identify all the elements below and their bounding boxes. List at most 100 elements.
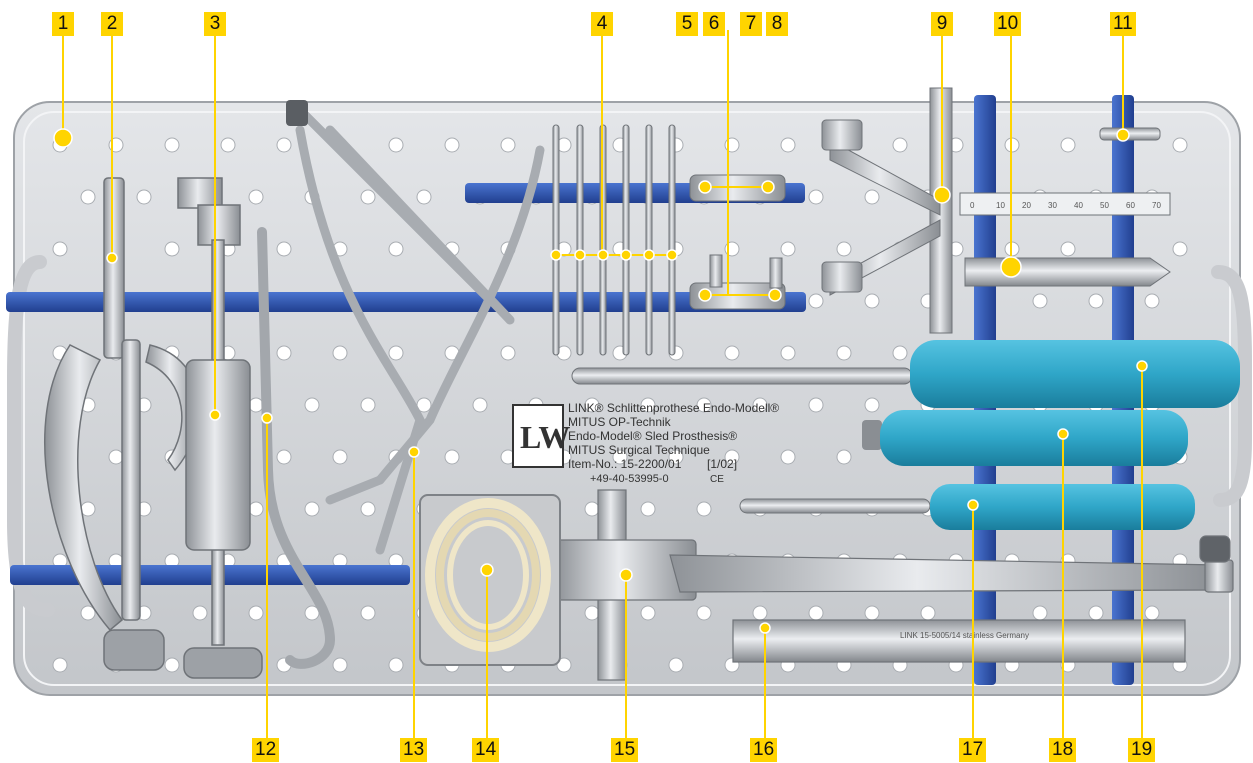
perforation-hole (920, 605, 936, 621)
alignment-guide (821, 87, 953, 334)
small-pin (1099, 127, 1161, 141)
label-ce-mark: CE (710, 474, 724, 485)
callout-label-10: 10 (994, 12, 1022, 36)
perforation-hole (724, 449, 740, 465)
label-phone: +49-40-53995-0 (590, 473, 669, 485)
perforation-hole (444, 137, 460, 153)
perforation-hole (248, 397, 264, 413)
perforation-hole (332, 657, 348, 673)
scale-mark: 10 (996, 201, 1005, 210)
label-line-1: LINK® Schlittenprothese Endo-Modell® (568, 401, 779, 415)
scale-mark: 40 (1074, 201, 1083, 210)
distractor-pliers (295, 105, 545, 555)
scale-mark: 20 (1022, 201, 1031, 210)
horizontal-rail-middle (6, 292, 806, 312)
perforation-hole (780, 241, 796, 257)
perforation-hole (248, 501, 264, 517)
scale-mark: 70 (1152, 201, 1161, 210)
surgical-pin (552, 124, 560, 356)
label-line-3: Endo-Model® Sled Prosthesis® (568, 429, 737, 443)
callout-label-9: 9 (931, 12, 953, 36)
scale-mark: 30 (1048, 201, 1057, 210)
perforation-hole (1032, 605, 1048, 621)
perforation-hole (836, 241, 852, 257)
perforation-hole (360, 397, 376, 413)
perforation-hole (388, 241, 404, 257)
perforation-hole (808, 293, 824, 309)
callout-label-1: 1 (52, 12, 74, 36)
label-line-4: MITUS Surgical Technique (568, 443, 710, 457)
perforation-hole (164, 241, 180, 257)
perforation-hole (192, 605, 208, 621)
scale-mark: 50 (1100, 201, 1109, 210)
perforation-hole (808, 605, 824, 621)
callout-label-14: 14 (472, 738, 500, 762)
label-edition: [1/02] (707, 457, 737, 471)
perforation-hole (640, 605, 656, 621)
link-logo (512, 404, 564, 468)
tubing-coil (419, 494, 561, 666)
perforation-hole (724, 345, 740, 361)
perforation-hole (276, 449, 292, 465)
callout-label-16: 16 (750, 738, 778, 762)
tray-identification-label: LW LINK® Schlittenprothese Endo-Modell® … (512, 401, 779, 485)
surgical-pin (645, 124, 653, 356)
teal-handle-medium (862, 410, 1188, 466)
perforation-hole (640, 501, 656, 517)
perforation-hole (808, 397, 824, 413)
callout-label-13: 13 (400, 738, 428, 762)
perforation-hole (360, 189, 376, 205)
perforation-hole (696, 397, 712, 413)
teal-handle-large (571, 340, 1240, 408)
perforation-hole (780, 345, 796, 361)
callout-label-11: 11 (1110, 12, 1136, 36)
perforation-hole (80, 189, 96, 205)
perforation-hole (864, 293, 880, 309)
perforation-hole (80, 605, 96, 621)
perforation-hole (1172, 241, 1188, 257)
callout-endpoint-dots (53, 128, 1148, 634)
right-tray-handle (1211, 265, 1252, 507)
surgical-pin (668, 124, 676, 356)
perforation-hole (332, 449, 348, 465)
perforation-hole (248, 605, 264, 621)
perforation-hole (276, 241, 292, 257)
perforation-hole (472, 397, 488, 413)
perforation-hole (416, 189, 432, 205)
perforation-hole (1032, 293, 1048, 309)
perforation-hole (668, 449, 684, 465)
perforation-hole (864, 397, 880, 413)
left-tray-handle (6, 255, 55, 617)
perforation-hole (584, 605, 600, 621)
perforation-hole (780, 449, 796, 465)
perforation-hole (612, 449, 628, 465)
perforation-hole (780, 137, 796, 153)
horizontal-rail-bottom (10, 565, 410, 585)
perforation-hole (108, 449, 124, 465)
perforation-hole (80, 501, 96, 517)
perforation-hole (360, 605, 376, 621)
callout-label-18: 18 (1049, 738, 1077, 762)
perforation-hole (640, 397, 656, 413)
curved-retractor (257, 227, 336, 669)
perforation-hole (668, 657, 684, 673)
callout-label-5: 5 (676, 12, 698, 36)
instrument-engraving: LINK 15-5005/14 stainless Germany (900, 631, 1029, 640)
perforation-hole (1088, 293, 1104, 309)
perforation-hole (584, 501, 600, 517)
perforation-hole (52, 241, 68, 257)
label-item-number: Item-No.: 15-2200/01 (568, 457, 682, 471)
perforation-hole (892, 137, 908, 153)
perforation-hole (836, 449, 852, 465)
perforation-hole (556, 657, 572, 673)
perforation-hole (864, 605, 880, 621)
perforation-hole (388, 657, 404, 673)
perforation-hole (164, 137, 180, 153)
perforation-hole (500, 345, 516, 361)
perforation-hole (1060, 241, 1076, 257)
label-line-2: MITUS OP-Technik (568, 415, 672, 429)
perforation-hole (1088, 605, 1104, 621)
callout-label-2: 2 (101, 12, 123, 36)
perforation-hole (1144, 293, 1160, 309)
